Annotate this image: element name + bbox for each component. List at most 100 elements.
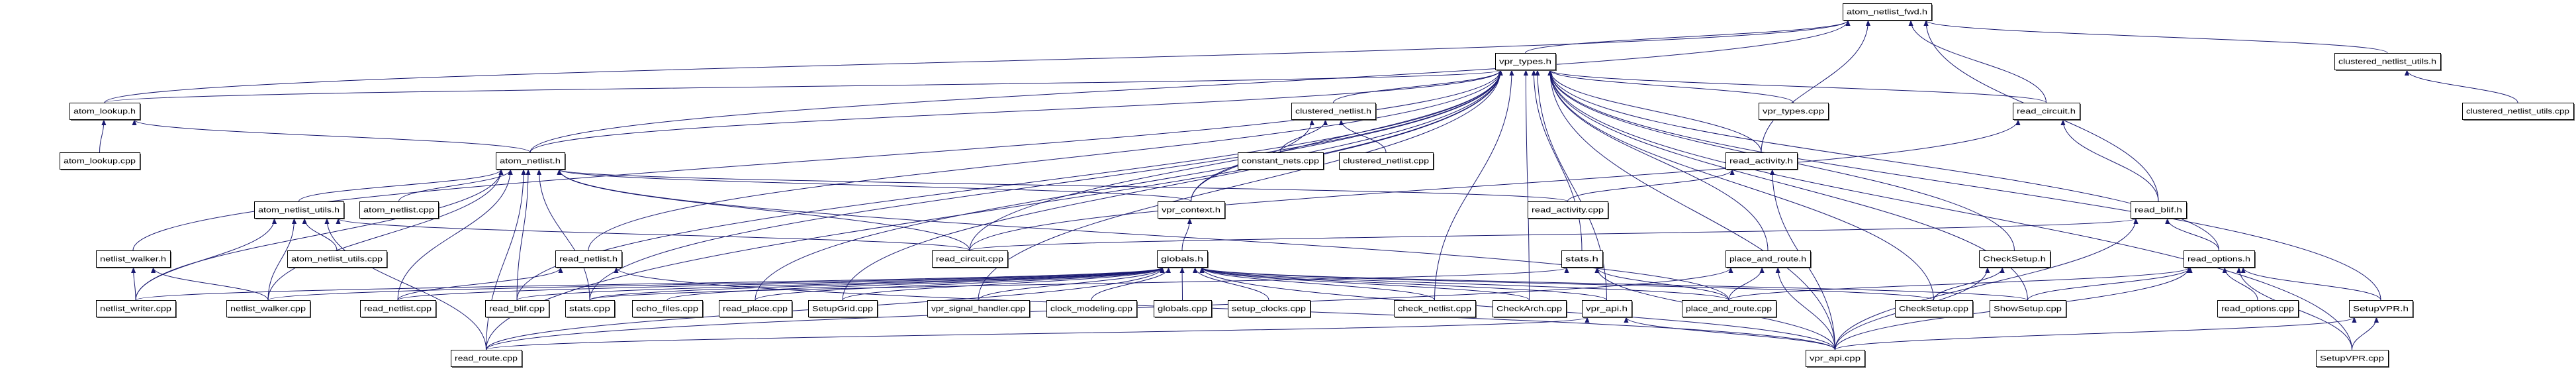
node-vpr-types-cpp[interactable]: vpr_types.cpp — [1759, 103, 1830, 121]
node-label: atom_netlist_utils.h — [258, 207, 340, 215]
edge-setupvpr-h-to-read-options-h — [2240, 267, 2381, 301]
node-showsetup-cpp[interactable]: ShowSetup.cpp — [1990, 300, 2068, 319]
node-constant-nets-cpp[interactable]: constant_nets.cpp — [1238, 152, 1325, 171]
node-clock-modeling-cpp[interactable]: clock_modeling.cpp — [1046, 300, 1138, 319]
node-check-netlist-cpp[interactable]: check_netlist.cpp — [1394, 300, 1477, 319]
node-box — [1759, 103, 1829, 120]
node-read-route-cpp[interactable]: read_route.cpp — [451, 350, 524, 368]
node-netlist-walker-cpp[interactable]: netlist_walker.cpp — [226, 300, 312, 319]
edge-read-circuit-cpp-to-atom-netlist-utils-h — [336, 218, 970, 251]
node-vpr-context-h[interactable]: vpr_context.h — [1158, 201, 1226, 220]
node-atom-netlist-fwd-h[interactable]: atom_netlist_fwd.h — [1843, 3, 1933, 22]
node-box — [1154, 300, 1212, 317]
node-atom-netlist-utils-h[interactable]: atom_netlist_utils.h — [254, 201, 345, 220]
node-setupvpr-cpp[interactable]: SetupVPR.cpp — [2316, 350, 2390, 368]
node-box — [1895, 300, 1973, 317]
node-netlist-walker-h[interactable]: netlist_walker.h — [96, 250, 172, 269]
node-setupgrid-cpp[interactable]: SetupGrid.cpp — [808, 300, 879, 319]
node-vpr-api-cpp[interactable]: vpr_api.cpp — [1806, 350, 1866, 368]
node-read-options-h[interactable]: read_options.h — [2184, 250, 2256, 269]
node-label: atom_netlist.cpp — [363, 207, 434, 215]
node-setupvpr-h[interactable]: SetupVPR.h — [2349, 300, 2415, 319]
node-label: vpr_api.h — [1586, 305, 1628, 313]
node-netlist-writer-cpp[interactable]: netlist_writer.cpp — [96, 300, 177, 319]
node-read-circuit-h[interactable]: read_circuit.h — [2013, 103, 2082, 121]
node-stats-h[interactable]: stats.h — [1561, 250, 1604, 269]
edge-read-route-cpp-to-vpr-api-h — [486, 317, 1589, 350]
node-checksetup-cpp[interactable]: CheckSetup.cpp — [1895, 300, 1974, 319]
node-box — [1979, 250, 2050, 268]
node-clustered-netlist-h[interactable]: clustered_netlist.h — [1291, 103, 1377, 121]
edge-setupvpr-cpp-to-setupvpr-h — [2352, 317, 2379, 350]
node-box — [1238, 152, 1324, 170]
edge-read-blif-cpp-to-globals-h — [516, 267, 1165, 301]
node-stats-cpp[interactable]: stats.cpp — [565, 300, 616, 319]
node-label: vpr_api.cpp — [1810, 355, 1861, 363]
edge-read-options-cpp-to-read-options-h — [2222, 267, 2258, 301]
node-atom-lookup-cpp[interactable]: atom_lookup.cpp — [60, 152, 142, 171]
node-checkarch-cpp[interactable]: CheckArch.cpp — [1493, 300, 1568, 319]
node-vpr-api-h[interactable]: vpr_api.h — [1582, 300, 1633, 319]
edge-place-and-route-cpp-to-globals-h — [1199, 267, 1729, 301]
node-box — [1990, 300, 2066, 317]
node-label: vpr_signal_handler.cpp — [931, 305, 1025, 313]
node-place-and-route-h[interactable]: place_and_route.h — [1725, 250, 1812, 269]
edge-setup-clocks-cpp-to-globals-h — [1193, 267, 1269, 301]
node-read-activity-h[interactable]: read_activity.h — [1725, 152, 1799, 171]
node-place-and-route-cpp[interactable]: place_and_route.cpp — [1682, 300, 1778, 319]
node-label: SetupGrid.cpp — [812, 305, 873, 313]
node-label: check_netlist.cpp — [1398, 305, 1471, 313]
edge-atom-netlist-h-to-vpr-types-h — [529, 70, 1503, 153]
edge-setupgrid-cpp-to-vpr-types-h — [842, 70, 1503, 301]
node-atom-netlist-h[interactable]: atom_netlist.h — [496, 152, 567, 171]
node-label: read_activity.cpp — [1532, 207, 1604, 215]
edge-clock-modeling-cpp-to-globals-h — [1091, 267, 1172, 301]
node-box — [932, 250, 1008, 268]
edge-atom-netlist-utils-h-to-atom-netlist-h — [299, 169, 504, 202]
node-box — [254, 201, 344, 219]
node-box — [2217, 300, 2299, 317]
edge-atom-netlist-h-to-atom-netlist-fwd-h — [529, 20, 1851, 153]
node-read-blif-h[interactable]: read_blif.h — [2131, 201, 2188, 220]
edge-read-circuit-cpp-to-read-circuit-h — [969, 119, 2021, 251]
edge-atom-netlist-utils-cpp-to-atom-netlist-utils-h — [302, 218, 338, 251]
node-globals-cpp[interactable]: globals.cpp — [1154, 300, 1213, 319]
node-read-options-cpp[interactable]: read_options.cpp — [2217, 300, 2300, 319]
node-atom-lookup-h[interactable]: atom_lookup.h — [69, 103, 142, 121]
node-read-circuit-cpp[interactable]: read_circuit.cpp — [932, 250, 1009, 269]
node-clustered-netlist-utils-cpp[interactable]: clustered_netlist_utils.cpp — [2462, 103, 2575, 121]
node-globals-h[interactable]: globals.h — [1157, 250, 1209, 269]
node-read-activity-cpp[interactable]: read_activity.cpp — [1528, 201, 1610, 220]
edge-stats-cpp-to-stats-h — [589, 267, 1569, 301]
node-read-place-cpp[interactable]: read_place.cpp — [719, 300, 794, 319]
node-read-blif-cpp[interactable]: read_blif.cpp — [485, 300, 551, 319]
node-label: read_circuit.h — [2017, 108, 2076, 116]
node-label: globals.h — [1161, 256, 1203, 264]
node-atom-netlist-cpp[interactable]: atom_netlist.cpp — [359, 201, 440, 220]
node-label: ShowSetup.cpp — [1994, 305, 2062, 313]
node-label: netlist_walker.cpp — [230, 305, 306, 313]
edge-showsetup-cpp-to-read-options-h — [2027, 267, 2193, 301]
node-label: read_activity.h — [1729, 158, 1793, 166]
node-label: stats.cpp — [569, 305, 610, 313]
node-vpr-types-h[interactable]: vpr_types.h — [1495, 53, 1557, 72]
edge-vpr-context-h-to-atom-netlist-h — [557, 169, 1191, 202]
node-clustered-netlist-cpp[interactable]: clustered_netlist.cpp — [1339, 152, 1435, 171]
node-vpr-signal-handler-cpp[interactable]: vpr_signal_handler.cpp — [927, 300, 1031, 319]
node-box — [360, 300, 436, 317]
node-label: netlist_writer.cpp — [100, 305, 171, 313]
edge-check-netlist-cpp-to-vpr-types-h — [1434, 70, 1514, 301]
node-atom-netlist-utils-cpp[interactable]: atom_netlist_utils.cpp — [287, 250, 389, 269]
node-read-netlist-h[interactable]: read_netlist.h — [555, 250, 623, 269]
node-setup-clocks-cpp[interactable]: setup_clocks.cpp — [1228, 300, 1312, 319]
edge-clustered-netlist-utils-h-to-atom-netlist-fwd-h — [1923, 20, 2388, 54]
node-checksetup-h[interactable]: CheckSetup.h — [1979, 250, 2052, 269]
edge-netlist-writer-cpp-to-netlist-walker-h — [131, 267, 136, 301]
node-box — [1806, 350, 1865, 367]
node-echo-files-cpp[interactable]: echo_files.cpp — [632, 300, 704, 319]
edge-place-and-route-cpp-to-place-and-route-h — [1728, 267, 1765, 301]
node-clustered-netlist-utils-h[interactable]: clustered_netlist_utils.h — [2334, 53, 2442, 72]
node-read-netlist-cpp[interactable]: read_netlist.cpp — [360, 300, 437, 319]
edge-check-netlist-cpp-to-globals-h — [1199, 267, 1435, 301]
edge-place-and-route-cpp-to-read-options-h — [1728, 267, 2191, 301]
